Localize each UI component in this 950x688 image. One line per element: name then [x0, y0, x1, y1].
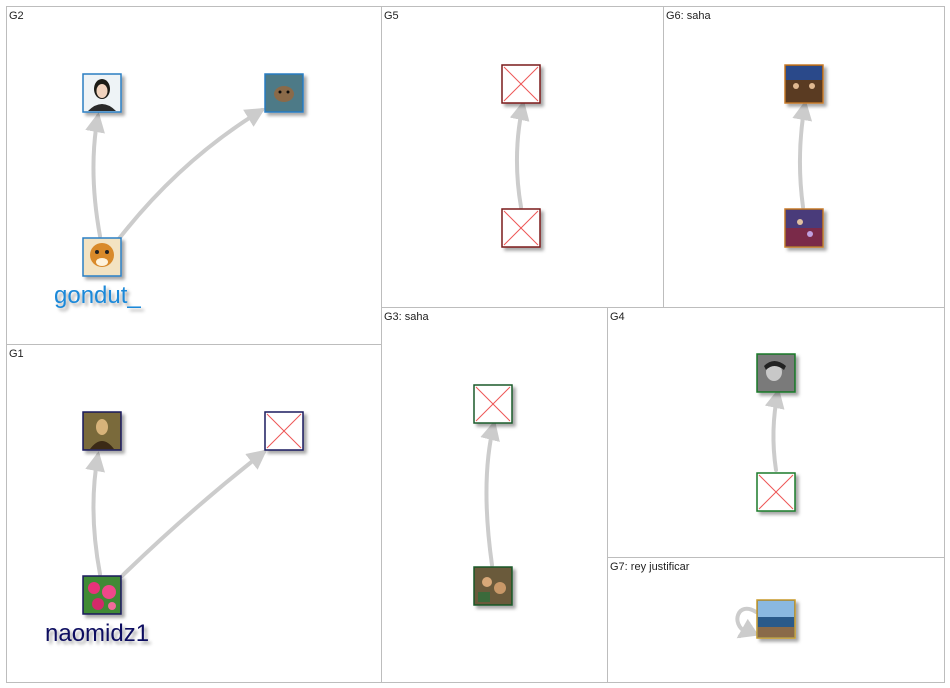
broken-image-icon — [266, 413, 302, 449]
broken-image-icon — [503, 66, 539, 102]
node-g1-naomidz1[interactable] — [82, 575, 122, 615]
profile-image-icon — [758, 355, 794, 391]
node-g2-girl[interactable] — [82, 73, 122, 113]
profile-image-icon — [84, 75, 120, 111]
panel-label-g7: G7: rey justificar — [610, 561, 690, 573]
panel-label-g4: G4 — [610, 311, 625, 323]
node-g6-bottom[interactable] — [784, 208, 824, 248]
profile-image-icon — [266, 75, 302, 111]
node-g2-gondut[interactable] — [82, 237, 122, 277]
edge-g6 — [792, 100, 813, 209]
node-g7[interactable] — [756, 599, 796, 639]
panel-g5-frame — [381, 6, 664, 308]
node-g5-top[interactable] — [501, 64, 541, 104]
broken-image-icon — [758, 474, 794, 510]
node-g4-bottom[interactable] — [756, 472, 796, 512]
panel-frames — [6, 6, 945, 683]
node-label-gondut: gondut_ — [54, 282, 141, 309]
edge-g7-selfloop — [735, 606, 759, 639]
node-g2-otter[interactable] — [264, 73, 304, 113]
edge-g2-a — [85, 112, 105, 238]
panel-g4-frame — [607, 307, 945, 558]
node-label-naomidz1: naomidz1 — [45, 620, 149, 647]
profile-image-icon — [84, 577, 120, 613]
edge-g4 — [764, 388, 785, 472]
panel-label-g3: G3: saha — [384, 311, 430, 323]
panel-g6-frame — [663, 6, 945, 308]
broken-image-icon — [475, 386, 511, 422]
panel-label-g6: G6: saha — [666, 10, 712, 22]
panel-g7-frame — [607, 557, 945, 683]
node-g3-top[interactable] — [473, 384, 513, 424]
node-g3-bottom[interactable] — [473, 566, 513, 606]
profile-image-icon — [475, 568, 511, 604]
edge-g2-b — [116, 107, 266, 242]
edge-g1-a — [85, 451, 105, 576]
edge-g3 — [480, 420, 500, 567]
profile-image-icon — [84, 413, 120, 449]
edge-g1-b — [120, 449, 268, 578]
node-g1-monalisa[interactable] — [82, 411, 122, 451]
node-g4-top[interactable] — [756, 353, 796, 393]
edge-g5 — [509, 100, 530, 209]
panel-g3-frame — [381, 307, 608, 683]
profile-image-icon — [786, 210, 822, 246]
node-g5-bottom[interactable] — [501, 208, 541, 248]
node-g6-top[interactable] — [784, 64, 824, 104]
profile-image-icon — [758, 601, 794, 637]
profile-image-icon — [786, 66, 822, 102]
broken-image-icon — [503, 210, 539, 246]
panel-label-g2: G2 — [9, 10, 24, 22]
panel-label-g1: G1 — [9, 348, 24, 360]
panel-label-g5: G5 — [384, 10, 399, 22]
node-g1-missing[interactable] — [264, 411, 304, 451]
profile-image-icon — [90, 243, 114, 267]
edges — [85, 100, 813, 639]
